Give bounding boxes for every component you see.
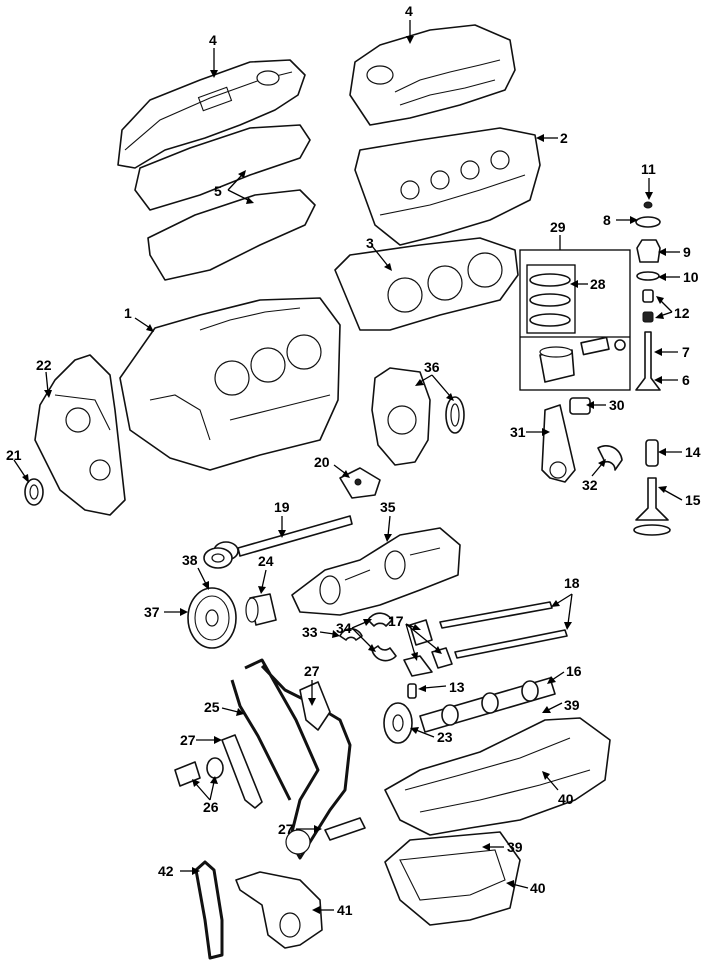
chain-guide-rails [439, 601, 568, 659]
callout-8: 8 [603, 212, 611, 228]
callout-14: 14 [685, 444, 701, 460]
callout-26: 26 [203, 799, 219, 815]
callout-40-upper: 40 [558, 791, 574, 807]
callout-18: 18 [564, 575, 580, 591]
callout-41: 41 [337, 902, 353, 918]
piston-kit-box [519, 249, 631, 391]
callout-39-lower: 39 [507, 839, 523, 855]
callout-numbers: 1 2 3 4 4 5 6 7 8 9 10 11 12 13 14 15 16… [6, 3, 701, 918]
crankshaft-pulley [187, 587, 237, 649]
callout-22: 22 [36, 357, 52, 373]
callout-25: 25 [204, 699, 220, 715]
callout-33: 33 [302, 624, 318, 640]
callout-13: 13 [449, 679, 465, 695]
callout-12: 12 [674, 305, 690, 321]
callout-28: 28 [590, 276, 606, 292]
valve-cover-right [349, 24, 516, 126]
callout-34: 34 [336, 620, 352, 636]
front-seal [24, 478, 44, 506]
callout-40-lower: 40 [530, 880, 546, 896]
callout-11: 11 [641, 161, 656, 177]
callout-37: 37 [144, 604, 160, 620]
callout-21: 21 [6, 447, 22, 463]
dipstick-tube [213, 515, 353, 561]
rear-cover [371, 367, 465, 466]
cam-sprocket [383, 702, 413, 744]
crank-sprocket [245, 593, 277, 626]
callout-27-mid: 27 [180, 732, 196, 748]
vibration-damper [203, 547, 233, 569]
callout-24: 24 [258, 553, 274, 569]
callout-1: 1 [124, 305, 132, 321]
timing-cover [34, 354, 126, 516]
callout-42: 42 [158, 863, 174, 879]
callout-35: 35 [380, 499, 396, 515]
callout-36: 36 [424, 359, 440, 375]
callout-leaders [13, 20, 683, 914]
connecting-rod-parts [541, 397, 623, 483]
mount-bracket [339, 467, 381, 499]
callout-23: 23 [437, 729, 453, 745]
callout-31: 31 [510, 424, 526, 440]
callout-3: 3 [366, 235, 374, 251]
callout-30: 30 [609, 397, 625, 413]
camshaft [419, 677, 556, 733]
cylinder-head [354, 127, 541, 246]
callout-17-left: 17 [388, 613, 404, 629]
callout-27-top: 27 [304, 663, 320, 679]
valve-cover-gasket-left [134, 124, 316, 281]
crankshaft [291, 527, 461, 616]
lower-oil-pan [384, 831, 521, 926]
callout-4-left: 4 [209, 32, 217, 48]
callout-5: 5 [214, 183, 222, 199]
callout-4-right: 4 [405, 3, 413, 19]
oil-pump [235, 871, 323, 949]
callout-10: 10 [683, 269, 699, 285]
callout-16: 16 [566, 663, 582, 679]
callout-2: 2 [560, 130, 568, 146]
callout-38: 38 [182, 552, 198, 568]
valve-train-parts [635, 201, 661, 391]
chain-guides [221, 681, 366, 841]
valve-cover-left [117, 59, 306, 169]
drive-belt [194, 860, 224, 960]
callout-29: 29 [550, 219, 566, 235]
callout-7: 7 [682, 344, 690, 360]
callout-15: 15 [685, 492, 701, 508]
callout-32: 32 [582, 477, 598, 493]
head-gasket [334, 237, 519, 331]
callout-20: 20 [314, 454, 330, 470]
callout-9: 9 [683, 244, 691, 260]
cam-bolt [407, 683, 417, 699]
callout-27-bottom: 27 [278, 821, 294, 837]
lifter-and-valve [633, 439, 671, 536]
callout-6: 6 [682, 372, 690, 388]
callout-19: 19 [274, 499, 290, 515]
engine-block [119, 297, 341, 471]
upper-oil-pan [384, 717, 611, 836]
callout-39-upper: 39 [564, 697, 580, 713]
